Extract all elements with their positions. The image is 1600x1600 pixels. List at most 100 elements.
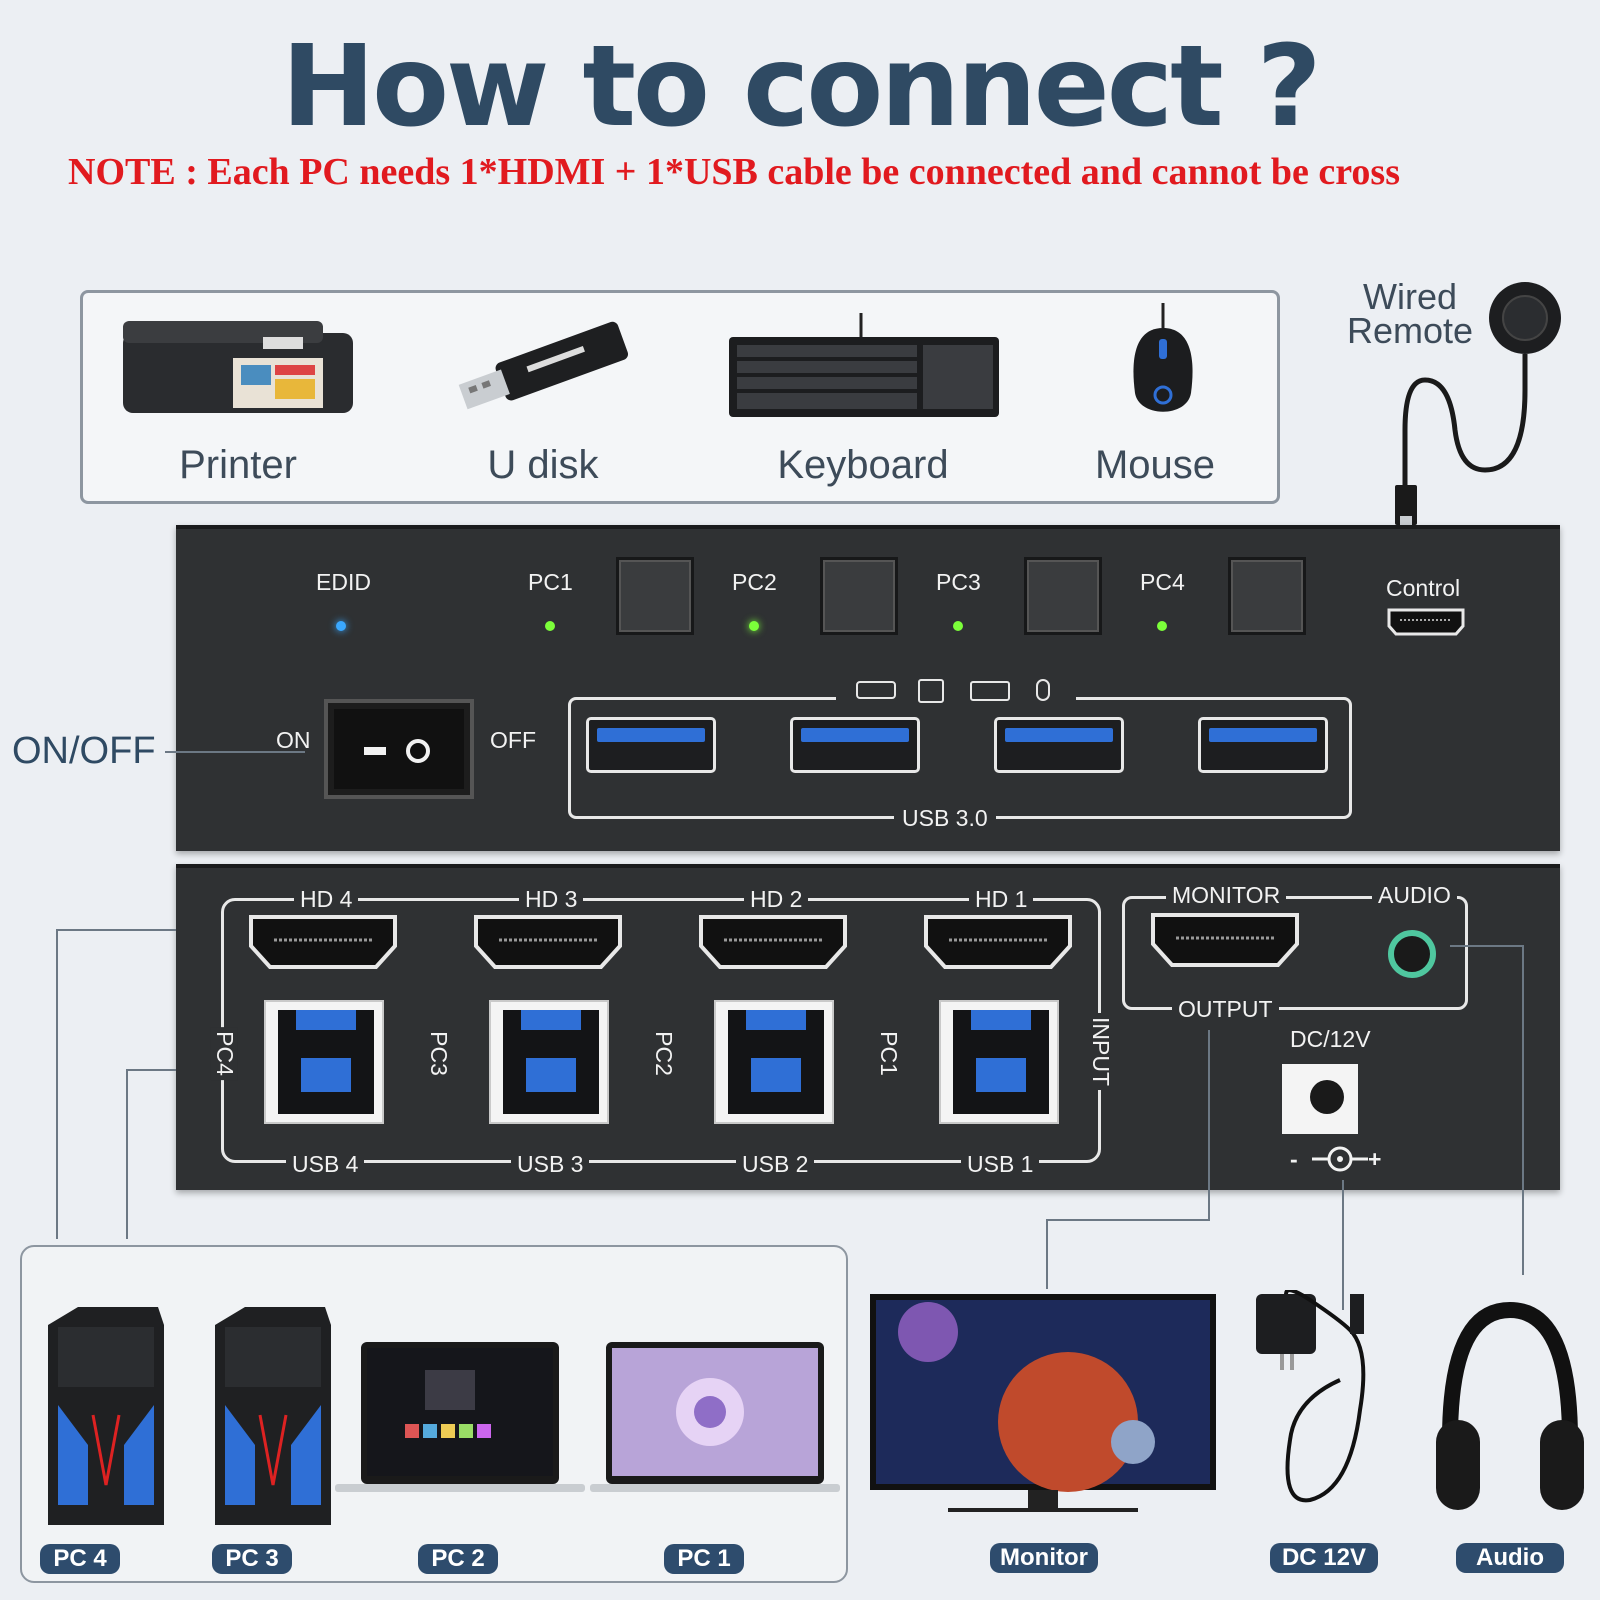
onoff-callout-line: [165, 751, 305, 753]
pc3-label: PC3: [936, 569, 981, 595]
pc4-led: [1157, 621, 1167, 631]
usb30-port-1[interactable]: [586, 717, 716, 773]
usb2-label: USB 2: [736, 1151, 815, 1178]
connector-audio-v: [1522, 945, 1524, 1275]
connector-pc3-h: [126, 1069, 176, 1071]
hdmi-input-port-4[interactable]: [248, 914, 398, 970]
connector-audio-h: [1450, 945, 1522, 947]
pc2-vertical-label: PC2: [650, 1031, 677, 1076]
note-text: NOTE : Each PC needs 1*HDMI + 1*USB cabl…: [68, 151, 1400, 193]
usb-b-port-4[interactable]: [264, 1000, 384, 1124]
pc-tower-icon: [215, 1307, 331, 1525]
peripheral-box: Printer U disk Keyboard Mouse: [80, 290, 1280, 504]
connector-pc4-v: [56, 929, 58, 1239]
hdmi-input-port-2[interactable]: [698, 914, 848, 970]
pc2-label: PC2: [732, 569, 777, 595]
audio-jack[interactable]: [1388, 930, 1436, 978]
edid-label: EDID: [316, 569, 371, 595]
power-switch[interactable]: [324, 699, 474, 799]
usb-drive-icon: [458, 321, 629, 410]
usb-drive-small-icon: [856, 681, 896, 699]
edid-led: [336, 621, 346, 631]
remote-label-line2: Remote: [1346, 310, 1474, 351]
usb-b-port-1[interactable]: [939, 1000, 1059, 1124]
pc3-select-button[interactable]: [1024, 557, 1102, 635]
usb30-port-4[interactable]: [1198, 717, 1328, 773]
connector-monitor-v1: [1208, 1030, 1210, 1220]
laptop-icon: [590, 1342, 840, 1492]
pc4-vertical-label: PC4: [210, 1027, 238, 1080]
device-tag-monitor: Monitor: [990, 1543, 1098, 1573]
peripheral-label-printer: Printer: [179, 443, 297, 487]
usb30-port-2[interactable]: [790, 717, 920, 773]
onoff-callout: ON/OFF: [12, 730, 156, 772]
remote-label-line1: Wired: [1362, 276, 1457, 317]
pc2-select-button[interactable]: [820, 557, 898, 635]
device-tag-pc4: PC 4: [40, 1544, 120, 1574]
printer-small-icon: [918, 679, 944, 703]
peripheral-label-udisk: U disk: [487, 443, 599, 487]
mouse-small-icon: [1036, 679, 1050, 701]
usb4-label: USB 4: [286, 1151, 365, 1178]
power-adapter-icon: [1256, 1290, 1366, 1503]
wired-remote-icon: [1395, 282, 1561, 530]
usb1-label: USB 1: [961, 1151, 1040, 1178]
switch-on-mark: [364, 747, 386, 755]
on-label: ON: [276, 727, 311, 753]
kvm-front-panel: EDID PC1 PC2 PC3 PC4 Control ON OFF USB …: [176, 525, 1560, 851]
pc1-led: [545, 621, 555, 631]
remote-label: Wired Remote: [1340, 276, 1480, 351]
switch-off-mark: [406, 739, 430, 763]
pc-tower-icon: [48, 1307, 164, 1525]
pc2-led: [749, 621, 759, 631]
control-port-icon: [1387, 608, 1465, 636]
usb30-label: USB 3.0: [894, 805, 996, 832]
off-label: OFF: [490, 727, 536, 753]
peripheral-label-keyboard: Keyboard: [777, 443, 949, 487]
polarity-plus: +: [1368, 1146, 1382, 1172]
input-label: INPUT: [1087, 1013, 1114, 1090]
device-tag-pc3: PC 3: [212, 1544, 292, 1574]
dc-power-jack[interactable]: [1282, 1064, 1358, 1134]
hdmi-output-port[interactable]: [1150, 912, 1300, 968]
control-label: Control: [1386, 575, 1461, 601]
keyboard-small-icon: [970, 681, 1010, 701]
audio-port-label: AUDIO: [1372, 882, 1457, 909]
device-tag-dc: DC 12V: [1270, 1543, 1378, 1573]
hdmi-input-port-3[interactable]: [473, 914, 623, 970]
pc1-vertical-label: PC1: [875, 1031, 902, 1076]
polarity-minus: -: [1290, 1146, 1298, 1172]
hd2-label: HD 2: [744, 886, 809, 913]
hd1-label: HD 1: [969, 886, 1034, 913]
usb3-label: USB 3: [511, 1151, 590, 1178]
pc3-vertical-label: PC3: [425, 1031, 452, 1076]
output-frame: [1122, 896, 1468, 1010]
pc1-label: PC1: [528, 569, 573, 595]
pc4-label: PC4: [1140, 569, 1185, 595]
output-label: OUTPUT: [1172, 996, 1279, 1023]
connector-dc: [1342, 1180, 1344, 1310]
pc1-select-button[interactable]: [616, 557, 694, 635]
connector-pc3-v: [126, 1069, 128, 1239]
kvm-back-panel: HD 4 HD 3 HD 2 HD 1 PC4 PC3 PC2 PC1 INPU…: [176, 864, 1560, 1190]
headphones-icon: [1436, 1301, 1584, 1510]
mouse-icon: [1133, 303, 1193, 412]
peripheral-label-mouse: Mouse: [1094, 443, 1216, 487]
connector-monitor-h: [1046, 1219, 1210, 1221]
device-tag-audio: Audio: [1456, 1543, 1564, 1573]
hdmi-input-port-1[interactable]: [923, 914, 1073, 970]
device-tag-pc1: PC 1: [664, 1544, 744, 1574]
usb-b-port-2[interactable]: [714, 1000, 834, 1124]
usb-b-port-3[interactable]: [489, 1000, 609, 1124]
keyboard-icon: [729, 313, 999, 417]
monitor-icon: [870, 1294, 1216, 1512]
printer-icon: [123, 321, 353, 413]
monitor-port-label: MONITOR: [1166, 882, 1287, 909]
usb30-port-3[interactable]: [994, 717, 1124, 773]
hd3-label: HD 3: [519, 886, 584, 913]
polarity-icon: [1312, 1146, 1368, 1172]
connector-pc4-h: [56, 929, 176, 931]
connector-monitor-v2: [1046, 1219, 1048, 1289]
device-tag-pc2: PC 2: [418, 1544, 498, 1574]
pc4-select-button[interactable]: [1228, 557, 1306, 635]
